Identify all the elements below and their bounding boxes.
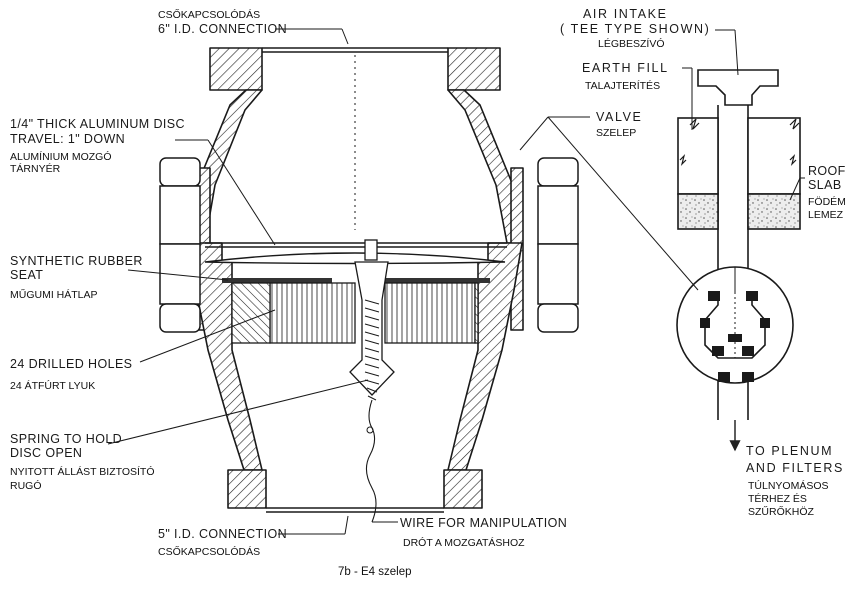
valve-body	[189, 47, 524, 509]
earth-fill-hu: TALAJTERÍTÉS	[585, 80, 661, 92]
roof-slab-en-1: ROOF	[808, 164, 846, 178]
bolts	[159, 157, 579, 333]
top-connection-en: 6" I.D. CONNECTION	[158, 22, 288, 36]
spring-en-1: SPRING TO HOLD	[10, 432, 123, 446]
disc-en-2: TRAVEL: 1" DOWN	[10, 132, 126, 146]
roof-slab-en-2: SLAB	[808, 178, 842, 192]
disc-en-1: 1/4" THICK ALUMINUM DISC	[10, 117, 185, 131]
holes-hu: 24 ÁTFÚRT LYUK	[10, 380, 96, 392]
holes-en: 24 DRILLED HOLES	[10, 357, 133, 371]
air-intake-hu: LÉGBESZÍVÓ	[598, 38, 665, 50]
plenum-hu-2: TÉRHEZ ÉS	[748, 493, 807, 505]
bottom-connection-en: 5" I.D. CONNECTION	[158, 527, 288, 541]
figure-caption: 7b - E4 szelep	[338, 566, 412, 578]
air-intake-en-2: ( TEE TYPE SHOWN)	[560, 22, 711, 36]
roof-slab-hu-2: LEMEZ	[808, 209, 844, 221]
wire-en: WIRE FOR MANIPULATION	[400, 516, 568, 530]
seat-en-2: SEAT	[10, 268, 44, 282]
earth-fill-en: EARTH FILL	[582, 61, 669, 75]
aluminum-disc	[204, 252, 506, 265]
plenum-en-1: TO PLENUM	[746, 444, 834, 458]
plenum-en-2: AND FILTERS	[746, 461, 844, 475]
installation-diagram	[676, 69, 801, 452]
air-intake-en-1: AIR INTAKE	[583, 7, 668, 21]
valve-en: VALVE	[596, 110, 643, 124]
drilled-plate	[231, 282, 479, 344]
plenum-hu-3: SZŰRŐKHÖZ	[748, 506, 814, 518]
seat-hu: MŰGUMI HÁTLAP	[10, 289, 98, 301]
seat-en-1: SYNTHETIC RUBBER	[10, 254, 143, 268]
disc-hu-1: ALUMÍNIUM MOZGÓ	[10, 151, 112, 163]
roof-slab-hu-1: FÖDÉM	[808, 196, 846, 208]
leader-lines	[107, 28, 805, 535]
valve-hu: SZELEP	[596, 127, 637, 139]
spring-hu-1: NYITOTT ÁLLÁST BIZTOSÍTÓ	[10, 466, 155, 478]
disc-hu-2: TÁRNYÉR	[10, 163, 61, 175]
wire-hu: DRÓT A MOZGATÁSHOZ	[403, 537, 525, 549]
spring-en-2: DISC OPEN	[10, 446, 83, 460]
rubber-seat	[222, 278, 490, 283]
bottom-connection-hu: CSŐKAPCSOLÓDÁS	[158, 546, 261, 558]
spring-stem	[349, 239, 395, 396]
plenum-hu-1: TÚLNYOMÁSOS	[748, 480, 829, 492]
top-connection-hu: CSŐKAPCSOLÓDÁS	[158, 9, 261, 21]
spring-hu-2: RUGÓ	[10, 480, 42, 492]
